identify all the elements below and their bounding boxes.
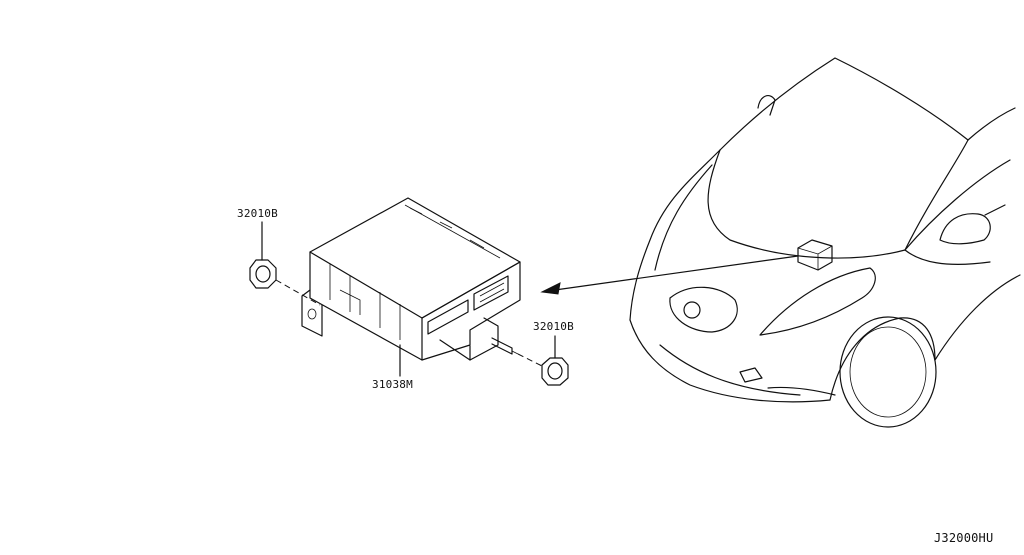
control-unit-31038M: [301, 197, 521, 361]
nut-right: [517, 335, 569, 386]
label-nut-right: 32010B: [533, 320, 574, 333]
label-nut-left: 32010B: [237, 207, 278, 220]
nut-left: [249, 221, 321, 306]
label-unit: 31038M: [372, 378, 413, 391]
diagram-code: J32000HU: [934, 531, 994, 545]
car-illustration: [629, 57, 1021, 428]
location-arrow: [540, 255, 799, 295]
